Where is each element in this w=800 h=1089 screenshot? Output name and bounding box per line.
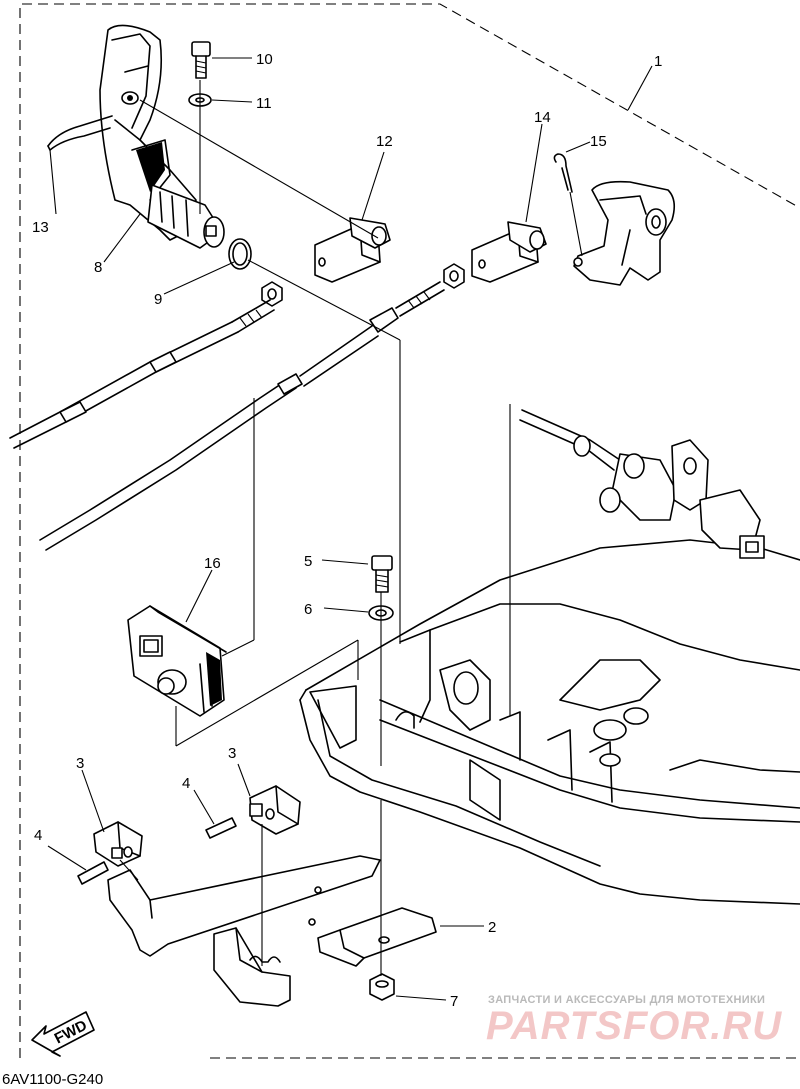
part-9-o-ring bbox=[228, 238, 252, 270]
part-16-grommet bbox=[127, 605, 227, 717]
callout-14: 14 bbox=[534, 109, 551, 126]
callout-10: 10 bbox=[256, 51, 273, 68]
cable-bracket-plate bbox=[107, 855, 381, 1007]
cable-nut-right bbox=[443, 263, 465, 289]
callout-15: 15 bbox=[590, 133, 607, 150]
callout-5: 5 bbox=[304, 553, 312, 570]
part-7-nut bbox=[369, 973, 395, 1001]
callout-12: 12 bbox=[376, 133, 393, 150]
callout-8: 8 bbox=[94, 259, 102, 276]
callout-3-left: 3 bbox=[76, 755, 84, 772]
part-3-cable-holder-right bbox=[249, 785, 301, 835]
engine-link-arm bbox=[573, 180, 676, 286]
fwd-arrow: FWD bbox=[31, 1011, 95, 1057]
part-5-bolt bbox=[371, 555, 393, 593]
part-10-bolt bbox=[191, 41, 211, 79]
callout-11: 11 bbox=[256, 95, 272, 112]
part-4-pin-right bbox=[205, 817, 237, 839]
part-14-cable-joint bbox=[471, 221, 547, 283]
bottom-cowling bbox=[299, 539, 800, 905]
part-2-bracket bbox=[317, 907, 437, 967]
callout-2: 2 bbox=[488, 919, 496, 936]
callout-4-right: 4 bbox=[182, 775, 190, 792]
callout-7: 7 bbox=[450, 993, 458, 1010]
callout-labels: 1 2 3 3 4 4 5 6 7 8 9 10 11 12 13 14 15 … bbox=[32, 51, 662, 1010]
part-12-cable-joint bbox=[314, 217, 391, 283]
callout-3-right: 3 bbox=[228, 745, 236, 762]
part-4-pin-left bbox=[77, 861, 109, 885]
part-13-clip bbox=[47, 115, 113, 151]
callout-1: 1 bbox=[654, 53, 662, 70]
callout-9: 9 bbox=[154, 291, 162, 308]
assembly-boundary bbox=[19, 3, 800, 1058]
watermark-tagline: ЗАПЧАСТИ И АКСЕССУАРЫ ДЛЯ МОТОТЕХНИКИ bbox=[488, 994, 766, 1006]
diagram-reference-code: 6AV1100-G240 bbox=[2, 1071, 104, 1088]
part-3-cable-holder-left bbox=[93, 821, 143, 867]
callout-6: 6 bbox=[304, 601, 312, 618]
cable-nut-left bbox=[261, 281, 283, 307]
part-15-cotter-pin bbox=[553, 153, 573, 193]
throttle-cable bbox=[9, 299, 275, 449]
callout-4-left: 4 bbox=[34, 827, 42, 844]
callout-16: 16 bbox=[204, 555, 221, 572]
callout-13: 13 bbox=[32, 219, 49, 236]
shift-cable bbox=[39, 281, 445, 551]
watermark-brand: PARTSFOR.RU bbox=[486, 1004, 783, 1048]
leader-lines bbox=[47, 57, 653, 1001]
shift-shaft-assembly bbox=[519, 409, 765, 559]
part-8-control-lever bbox=[99, 24, 225, 249]
